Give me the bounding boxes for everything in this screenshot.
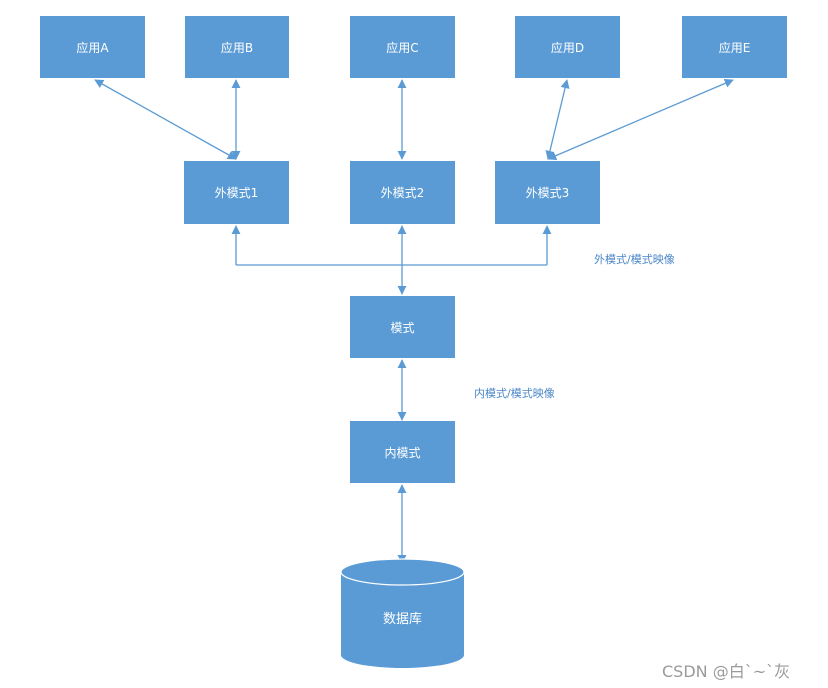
arrow-appE-ext3	[547, 79, 734, 160]
external-schema-3-box: 外模式3	[495, 161, 600, 224]
schema-box: 模式	[350, 296, 455, 358]
database-label: 数据库	[382, 612, 422, 627]
app-e-label: 应用E	[718, 40, 751, 55]
database-cylinder: 数据库	[340, 558, 465, 670]
watermark: CSDN @白`~`灰	[662, 662, 791, 681]
external-schema-1-label: 外模式1	[214, 186, 259, 200]
internal-schema-box: 内模式	[350, 421, 455, 483]
external-schema-2-box: 外模式2	[350, 161, 455, 224]
internal-schema-label: 内模式	[384, 445, 421, 460]
internal-mapping-note: 内模式/模式映像	[474, 387, 555, 400]
app-c-box: 应用C	[350, 16, 455, 78]
arrow-appA-ext1	[94, 79, 237, 160]
app-a-label: 应用A	[76, 40, 109, 55]
schema-label: 模式	[390, 320, 415, 335]
arrow-appD-ext3	[545, 79, 570, 160]
external-schema-1-box: 外模式1	[184, 161, 289, 224]
app-c-label: 应用C	[386, 40, 419, 55]
database-icon	[340, 558, 465, 668]
external-schema-3-label: 外模式3	[525, 186, 570, 200]
app-a-box: 应用A	[40, 16, 145, 78]
external-schema-2-label: 外模式2	[380, 186, 425, 200]
app-b-box: 应用B	[185, 16, 289, 78]
app-e-box: 应用E	[682, 16, 787, 78]
app-d-label: 应用D	[550, 40, 585, 55]
external-mapping-note: 外模式/模式映像	[594, 253, 675, 266]
app-b-label: 应用B	[220, 40, 254, 55]
app-d-box: 应用D	[515, 16, 620, 78]
